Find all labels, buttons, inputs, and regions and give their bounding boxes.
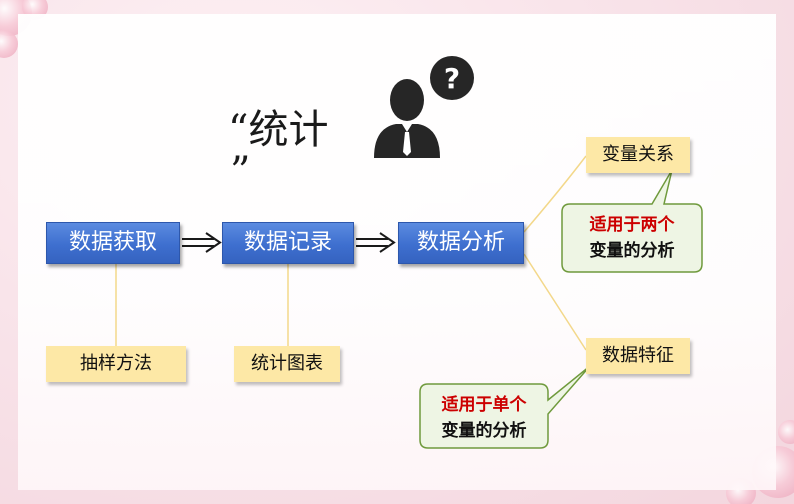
callout-one-var-text: 适用于单个 变量的分析 (420, 392, 548, 444)
blossom-decoration-right (778, 420, 794, 444)
label-statistical-charts: 统计图表 (234, 346, 340, 382)
slide-title: “统计 (228, 107, 329, 153)
step-data-acquisition: 数据获取 (46, 222, 180, 264)
label-data-features: 数据特征 (586, 338, 690, 374)
label-variable-relation: 变量关系 (586, 137, 690, 173)
arrow-acquisition-to-recording (182, 232, 222, 253)
callout-one-var-line2: 变量的分析 (441, 421, 527, 441)
callout-bubble-two-var (561, 169, 703, 273)
callout-two-var-line2: 变量的分析 (589, 241, 675, 261)
question-mark-icon: ? (430, 56, 474, 100)
step-data-analysis: 数据分析 (398, 222, 524, 264)
svg-text:?: ? (444, 62, 460, 95)
callout-one-var-line1: 适用于单个 (441, 395, 527, 415)
connector-analysis-feature (523, 253, 587, 351)
slide-title-closing-quote: ” (230, 149, 251, 195)
label-sampling-method: 抽样方法 (46, 346, 186, 382)
person-question-icon (374, 79, 440, 158)
arrow-recording-to-analysis (356, 232, 396, 253)
blossom-decoration-left (0, 30, 18, 58)
callout-bubble-one-var (419, 365, 591, 449)
callout-two-var-line1: 适用于两个 (589, 215, 675, 235)
connector-analysis-relation (523, 155, 587, 233)
callout-two-var-text: 适用于两个 变量的分析 (562, 212, 702, 264)
step-data-recording: 数据记录 (222, 222, 354, 264)
